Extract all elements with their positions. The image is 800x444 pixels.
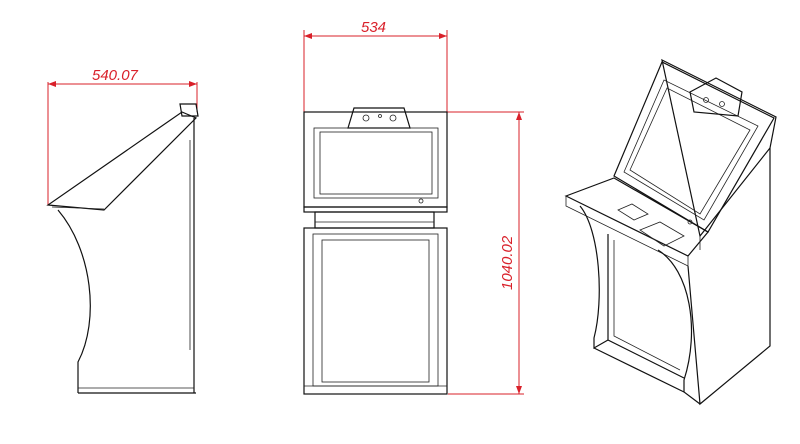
isometric-view (564, 58, 777, 406)
side-width-dimension: 540.07 (47, 67, 198, 205)
front-width-label: 534 (361, 19, 386, 36)
side-width-label: 540.07 (92, 67, 139, 84)
front-height-label: 1040.02 (499, 235, 516, 290)
front-view: 534 1040.02 (303, 19, 524, 395)
front-width-dimension: 534 (303, 19, 448, 112)
front-height-dimension: 1040.02 (410, 111, 524, 395)
side-view: 540.07 (46, 67, 199, 394)
